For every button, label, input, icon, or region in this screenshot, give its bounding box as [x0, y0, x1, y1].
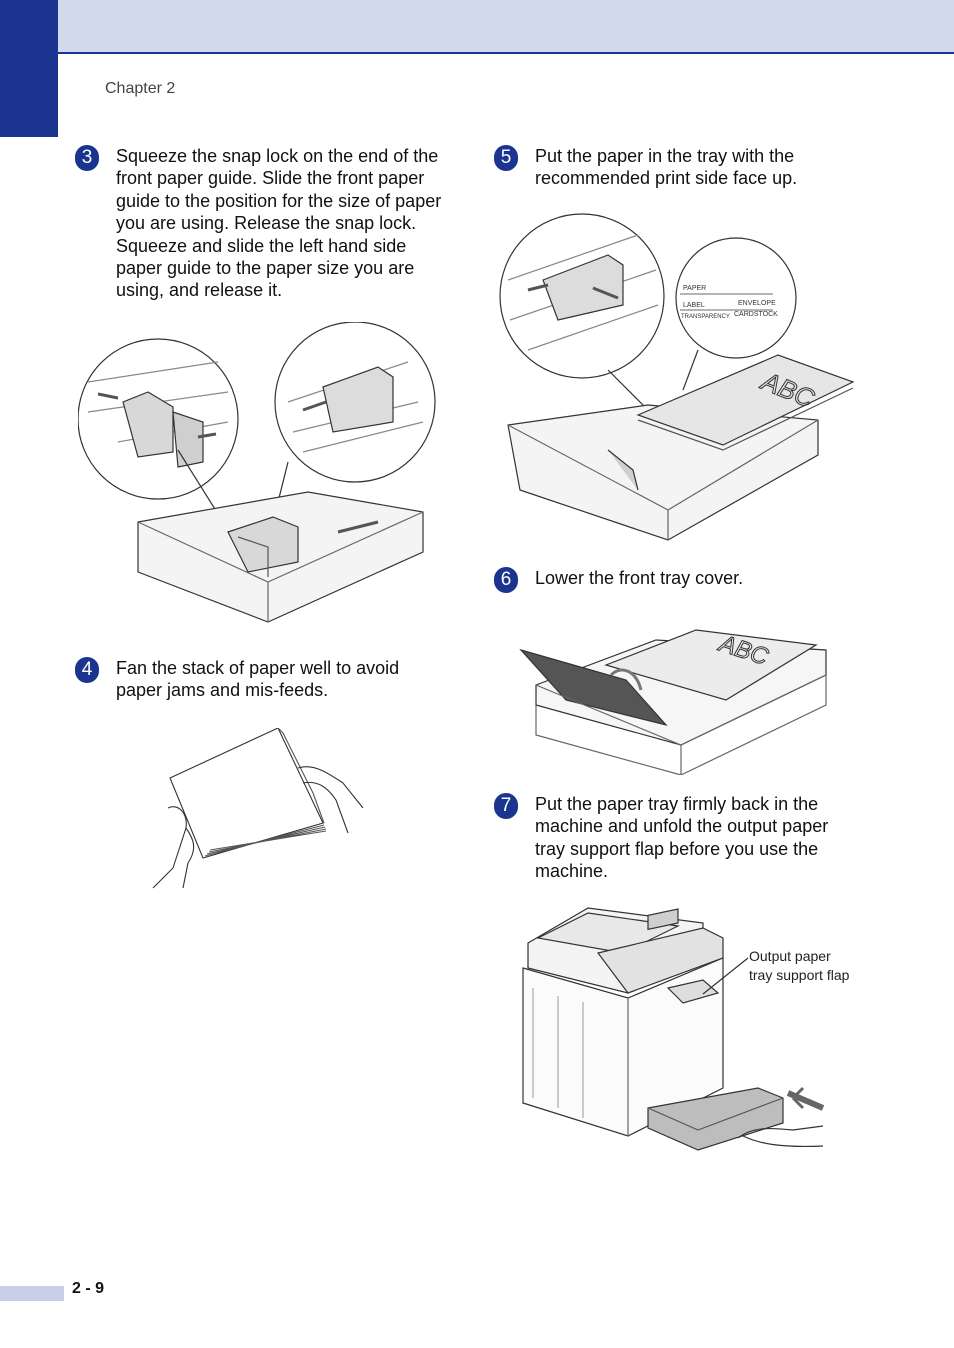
- fan-paper-illustration: [148, 728, 368, 893]
- step-number-badge: 7: [494, 793, 518, 819]
- tray-label-envelope: ENVELOPE: [738, 300, 776, 307]
- paper-in-tray-illustration: PAPER LABEL ENVELOPE TRANSPARENCY CARDST…: [498, 210, 860, 550]
- tray-label-paper: PAPER: [683, 285, 706, 292]
- step-text: Squeeze the snap lock on the end of the …: [116, 146, 442, 301]
- step-number-badge: 5: [494, 145, 518, 171]
- tray-label-label: LABEL: [683, 302, 705, 309]
- machine-illustration: [518, 898, 828, 1156]
- header-band: [0, 0, 954, 54]
- tray-label-cardstock: CARDSTOCK: [734, 311, 778, 318]
- step-number-badge: 4: [75, 657, 99, 683]
- chapter-label: Chapter 2: [105, 80, 176, 97]
- step-text: Put the paper tray firmly back in the ma…: [535, 794, 829, 882]
- footer-bar: [0, 1286, 64, 1301]
- output-tray-callout: Output paper tray support flap: [749, 947, 879, 985]
- page-number: 2 - 9: [72, 1280, 105, 1297]
- chapter-side-tab: [0, 0, 58, 137]
- step-text: Fan the stack of paper well to avoid pap…: [116, 658, 400, 701]
- step-text: Lower the front tray cover.: [535, 568, 744, 588]
- tray-guides-illustration: [78, 322, 448, 638]
- callout-line-1: Output paper: [749, 948, 831, 964]
- tray-label-transparency: TRANSPARENCY: [681, 314, 730, 320]
- callout-line-2: tray support flap: [749, 967, 850, 983]
- step-text: Put the paper in the tray with the recom…: [535, 146, 798, 189]
- tray-cover-illustration: ABC: [516, 625, 836, 775]
- step-number-badge: 6: [494, 567, 518, 593]
- step-number-badge: 3: [75, 145, 99, 171]
